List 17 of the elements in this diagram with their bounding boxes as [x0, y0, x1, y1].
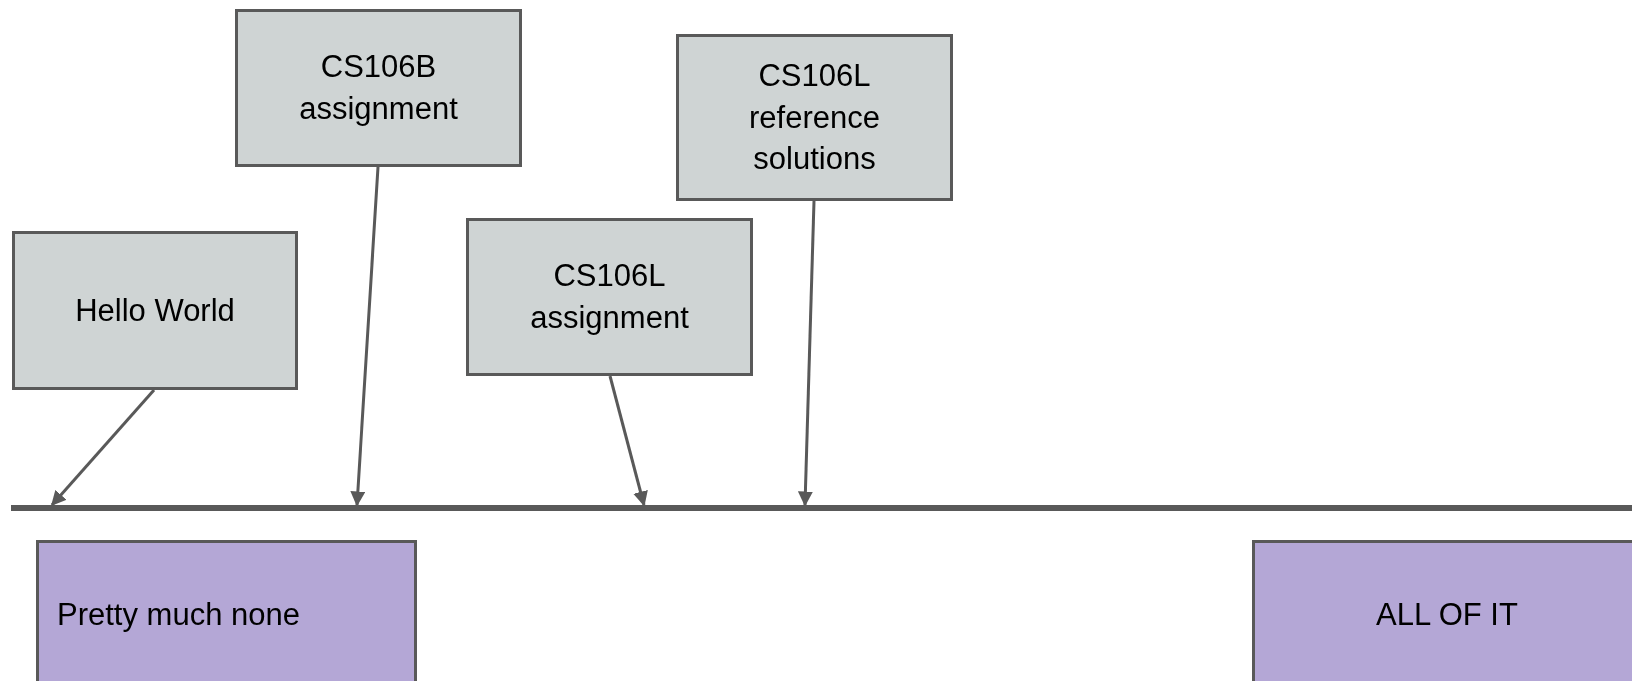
arrow	[50, 389, 156, 507]
box-label: ALL OF IT	[1376, 596, 1518, 635]
box-label: Hello World	[75, 291, 235, 330]
box-label: Pretty much none	[57, 596, 300, 635]
label-box	[12, 231, 298, 390]
timeline-bar	[11, 505, 1632, 511]
label-box	[235, 9, 522, 167]
range-box	[36, 540, 417, 681]
label-box	[676, 34, 953, 201]
box-label: CS106B assignment	[298, 48, 459, 128]
box-label: CS106L reference solutions	[748, 56, 881, 179]
range-box	[1252, 540, 1632, 681]
arrow	[797, 200, 816, 507]
arrow	[608, 375, 648, 507]
arrow	[350, 166, 380, 507]
label-box	[466, 218, 753, 376]
box-label: CS106L assignment	[529, 257, 690, 337]
